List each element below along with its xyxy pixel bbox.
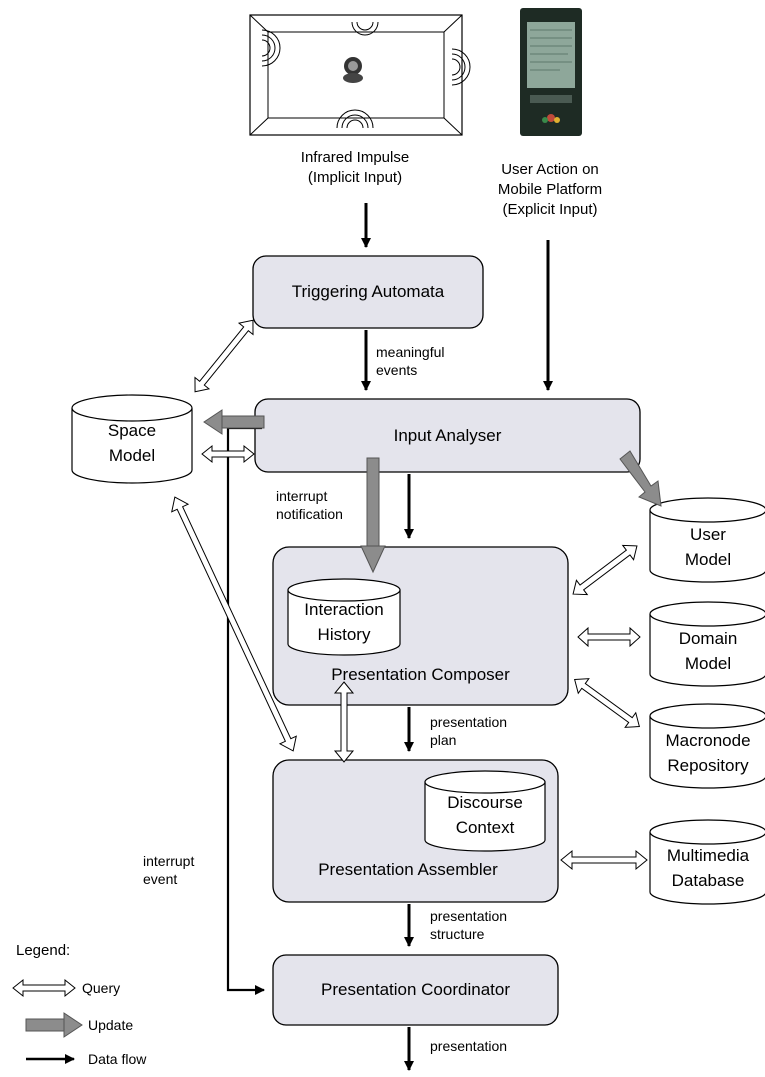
space-model-db <box>71 394 193 484</box>
macronode-repository-line2: Repository <box>667 756 749 775</box>
infrared-room-image <box>249 14 471 136</box>
presentation-output-label: presentation <box>430 1038 508 1054</box>
multimedia-database-db <box>649 819 765 905</box>
query-assembler-multimedia <box>560 849 648 871</box>
mobile-input-line2: Mobile Platform <box>497 181 603 198</box>
multimedia-database-label: Multimedia Database <box>650 843 765 893</box>
dataflow-interrupt-event <box>226 426 265 995</box>
mobile-input-line1: User Action on <box>501 161 599 178</box>
query-space-assembler <box>171 496 297 752</box>
legend-dataflow-label: Data flow <box>88 1051 147 1067</box>
legend-update-arrow <box>25 1012 83 1038</box>
mobile-input-line3: (Explicit Input) <box>502 201 598 218</box>
presentation-plan-line2: plan <box>430 732 457 748</box>
query-automata-space <box>194 319 254 393</box>
presentation-coordinator-title: Presentation Coordinator <box>320 980 510 999</box>
presentation-composer-title: Presentation Composer <box>331 665 510 684</box>
interaction-history-label: Interaction History <box>288 597 400 647</box>
interrupt-notification-line2: notification <box>276 506 343 522</box>
discourse-context-line1: Discourse <box>447 793 523 812</box>
presentation-plan-line1: presentation <box>430 714 508 730</box>
presentation-structure-label: presentation structure <box>430 907 507 943</box>
space-model-line2: Model <box>108 446 156 465</box>
interrupt-event-line2: event <box>143 871 178 887</box>
input-analyser-box <box>254 398 641 473</box>
user-model-label: User Model <box>650 522 765 572</box>
discourse-context-line2: Context <box>455 818 515 837</box>
query-composer-domain <box>577 626 641 648</box>
interaction-history-line1: Interaction <box>304 600 384 619</box>
update-analyser-to-space <box>203 409 265 435</box>
mobile-input-label: User Action on Mobile Platform (Explicit… <box>470 160 630 220</box>
macronode-repository-label: Macronode Repository <box>650 728 765 778</box>
update-analyser-to-user <box>619 450 662 507</box>
interrupt-event-label: interrupt event <box>143 852 194 888</box>
mobile-device-image <box>520 8 582 136</box>
legend-query-label: Query <box>82 980 121 996</box>
interaction-history-line2: History <box>317 625 371 644</box>
interrupt-notification-label: interrupt notification <box>276 487 343 523</box>
discourse-context-label: Discourse Context <box>425 790 545 840</box>
domain-model-db <box>649 601 765 687</box>
presentation-assembler-title: Presentation Assembler <box>318 860 498 879</box>
legend-update-label: Update <box>88 1017 134 1033</box>
domain-model-label: Domain Model <box>650 626 765 676</box>
triggering-automata-title: Triggering Automata <box>291 282 445 301</box>
multimedia-database-line1: Multimedia <box>666 846 750 865</box>
query-space-analyser <box>201 444 255 464</box>
meaningful-events-line1: meaningful <box>376 344 445 360</box>
interaction-history-db <box>287 578 401 656</box>
infrared-input-line2: (Implicit Input) <box>307 169 403 186</box>
space-model-label: Space Model <box>72 418 192 468</box>
domain-model-line2: Model <box>684 654 732 673</box>
meaningful-events-line2: events <box>376 362 418 378</box>
meaningful-events-label: meaningful events <box>376 343 445 379</box>
query-composer-assembler <box>333 681 355 763</box>
interrupt-event-line1: interrupt <box>143 853 195 869</box>
user-model-db <box>649 497 765 583</box>
presentation-plan-label: presentation plan <box>430 713 507 749</box>
legend-title: Legend: <box>16 942 71 959</box>
user-model-line1: User <box>690 525 726 544</box>
discourse-context-db <box>424 770 546 852</box>
presentation-structure-line2: structure <box>430 926 485 942</box>
macronode-repository-db <box>649 703 765 789</box>
query-composer-user <box>572 544 638 596</box>
query-composer-macronode <box>574 678 640 728</box>
legend-query-arrow <box>12 978 76 998</box>
input-analyser-title: Input Analyser <box>393 426 502 445</box>
space-model-line1: Space <box>107 421 157 440</box>
update-analyser-to-history <box>360 457 386 574</box>
user-model-line2: Model <box>684 550 732 569</box>
presentation-coordinator-box <box>272 954 559 1026</box>
infrared-input-label: Infrared Impulse (Implicit Input) <box>255 148 455 188</box>
domain-model-line1: Domain <box>678 629 738 648</box>
interrupt-notification-line1: interrupt <box>276 488 328 504</box>
infrared-input-line1: Infrared Impulse <box>300 149 410 166</box>
triggering-automata-box <box>252 255 484 329</box>
multimedia-database-line2: Database <box>671 871 745 890</box>
presentation-structure-line1: presentation <box>430 908 508 924</box>
macronode-repository-line1: Macronode <box>665 731 751 750</box>
